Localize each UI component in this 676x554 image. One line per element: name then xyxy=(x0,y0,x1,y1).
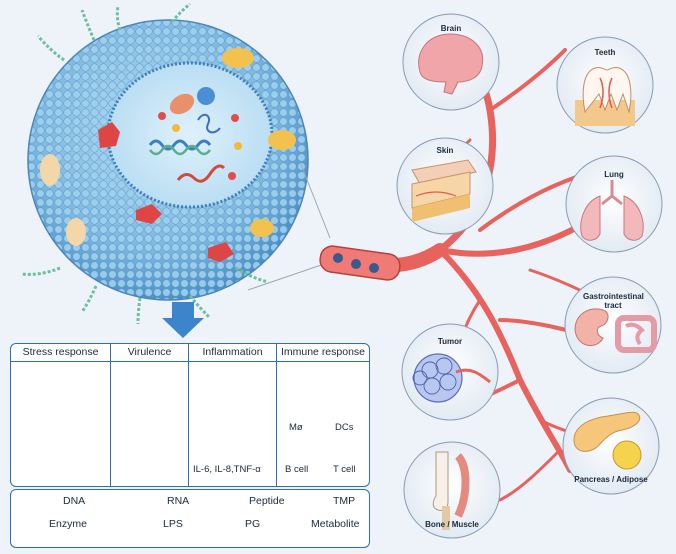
functions-panel: Stress response Virulence Inflammation I… xyxy=(10,343,370,487)
label-dcs: DCs xyxy=(335,422,354,433)
label-pancreas: Pancreas / Adipose xyxy=(574,475,648,484)
legend-dna: DNA xyxy=(63,495,86,507)
title-immune: Immune response xyxy=(280,346,366,358)
label-bone: Bone / Muscle xyxy=(425,520,479,529)
zoom-lines xyxy=(247,161,331,291)
legend-metabolite: Metabolite xyxy=(311,518,360,530)
legend-lps: LPS xyxy=(163,518,183,530)
label-brain: Brain xyxy=(440,24,462,33)
vessel-segment xyxy=(319,245,401,281)
label-bcell: B cell xyxy=(285,464,309,475)
label-gi-line1: Gastrointestinal xyxy=(583,292,644,301)
legend-peptide: Peptide xyxy=(249,495,285,507)
cytokines-label: IL-6, IL-8,TNF-α xyxy=(193,464,261,475)
organ-pancreas xyxy=(562,397,660,495)
organ-brain xyxy=(402,13,500,111)
organ-gi xyxy=(564,276,662,374)
legend: DNA RNA Peptide TMP Enzyme LPS PG Metabo… xyxy=(10,489,370,548)
legend-pg: PG xyxy=(245,518,261,530)
panel-stress: Stress response xyxy=(11,344,111,486)
legend-rna: RNA xyxy=(167,495,190,507)
organ-teeth xyxy=(556,36,654,134)
label-macrophage: Mø xyxy=(289,422,303,433)
title-virulence: Virulence xyxy=(127,346,172,358)
organ-skin xyxy=(396,137,494,235)
label-tcell: T cell xyxy=(333,464,356,475)
label-lung: Lung xyxy=(604,170,624,179)
legend-enzyme: Enzyme xyxy=(49,518,87,530)
legend-tmp: TMP xyxy=(333,495,356,507)
organ-lung xyxy=(565,155,663,253)
title-inflammation: Inflammation xyxy=(202,346,263,358)
vesicle xyxy=(21,2,309,325)
label-skin: Skin xyxy=(436,146,454,155)
panel-virulence: Virulence xyxy=(111,344,189,486)
label-tumor: Tumor xyxy=(437,337,463,346)
down-arrow-icon xyxy=(162,302,204,338)
organ-bone xyxy=(403,441,501,539)
panel-header xyxy=(11,344,369,362)
organ-tumor xyxy=(401,323,499,421)
panel-inflammation: Inflammation IL-6, IL-8,TNF-α xyxy=(189,344,277,486)
title-stress: Stress response xyxy=(22,346,99,358)
label-teeth: Teeth xyxy=(594,48,616,57)
label-gi-line2: tract xyxy=(604,301,622,310)
panel-immune: Immune response Mø DCs B cell T cell xyxy=(277,344,369,486)
